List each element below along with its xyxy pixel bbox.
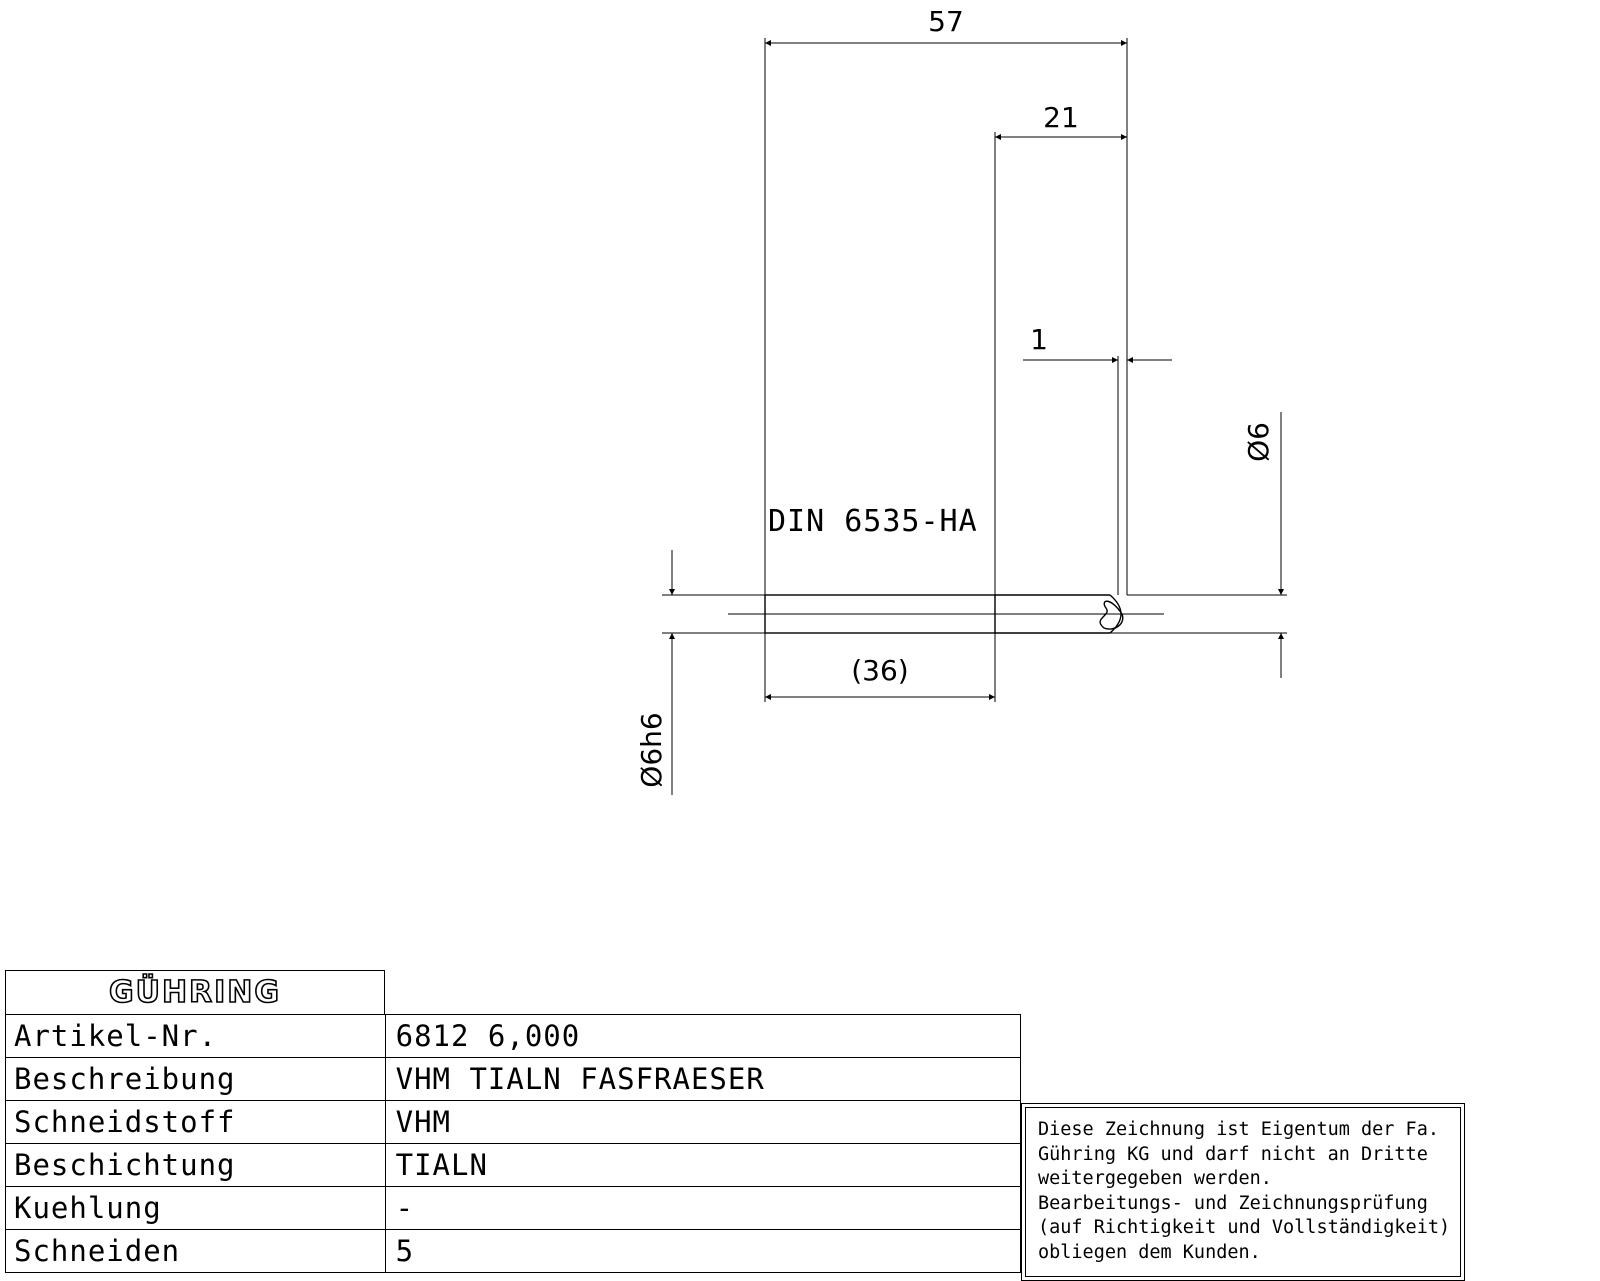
ownership-notice: Diese Zeichnung ist Eigentum der Fa. Güh… bbox=[1021, 1103, 1465, 1281]
dim-overall-length: 57 bbox=[928, 5, 964, 38]
notice-line: Diese Zeichnung ist Eigentum der Fa. bbox=[1038, 1119, 1439, 1140]
extension-lines bbox=[662, 38, 1287, 702]
row-value: VHM TIALN FASFRAESER bbox=[384, 1057, 1022, 1101]
row-value: TIALN bbox=[384, 1143, 1022, 1187]
table-row: Beschichtung TIALN bbox=[5, 1143, 1022, 1187]
table-row: Beschreibung VHM TIALN FASFRAESER bbox=[5, 1057, 1022, 1101]
row-label: Beschichtung bbox=[5, 1143, 386, 1187]
row-label: Schneiden bbox=[5, 1229, 386, 1273]
row-label: Beschreibung bbox=[5, 1057, 386, 1101]
table-row: Artikel-Nr. 6812 6,000 bbox=[5, 1014, 1022, 1058]
logo-cell: GÜHRING bbox=[5, 970, 385, 1014]
dim-chamfer-offset: 1 bbox=[1030, 323, 1048, 356]
row-value: 6812 6,000 bbox=[384, 1014, 1022, 1058]
row-label: Artikel-Nr. bbox=[5, 1014, 386, 1058]
notice-line: Bearbeitungs- und Zeichnungsprüfung bbox=[1038, 1192, 1428, 1214]
notice-line: weitergegeben werden. bbox=[1038, 1168, 1272, 1190]
table-row: Schneidstoff VHM bbox=[5, 1100, 1022, 1144]
tool-body bbox=[728, 594, 1164, 634]
row-label: Kuehlung bbox=[5, 1186, 386, 1230]
notice-line: Gühring KG und darf nicht an Dritte bbox=[1038, 1143, 1428, 1165]
dim-cutting-diameter: Ø6 bbox=[1242, 422, 1275, 462]
dimension-lines bbox=[669, 40, 1284, 795]
row-label: Schneidstoff bbox=[5, 1100, 386, 1144]
dim-shank-length: (36) bbox=[851, 654, 908, 687]
row-value: 5 bbox=[384, 1229, 1022, 1273]
dim-cutting-length: 21 bbox=[1043, 101, 1079, 134]
cutting-flute-curve bbox=[1099, 600, 1124, 630]
table-row: Schneiden 5 bbox=[5, 1229, 1022, 1273]
notice-line: obliegen dem Kunden. bbox=[1038, 1241, 1261, 1263]
row-value: - bbox=[384, 1186, 1022, 1230]
notice-line: (auf Richtigkeit und Vollständigkeit) bbox=[1038, 1217, 1451, 1239]
guehring-logo: GÜHRING bbox=[108, 974, 282, 1010]
row-value: VHM bbox=[384, 1100, 1022, 1144]
shank-standard-label: DIN 6535-HA bbox=[768, 504, 978, 539]
dim-shank-diameter: Ø6h6 bbox=[635, 712, 668, 787]
article-info-table: Artikel-Nr. 6812 6,000 Beschreibung VHM … bbox=[5, 1014, 1022, 1273]
table-row: Kuehlung - bbox=[5, 1186, 1022, 1230]
